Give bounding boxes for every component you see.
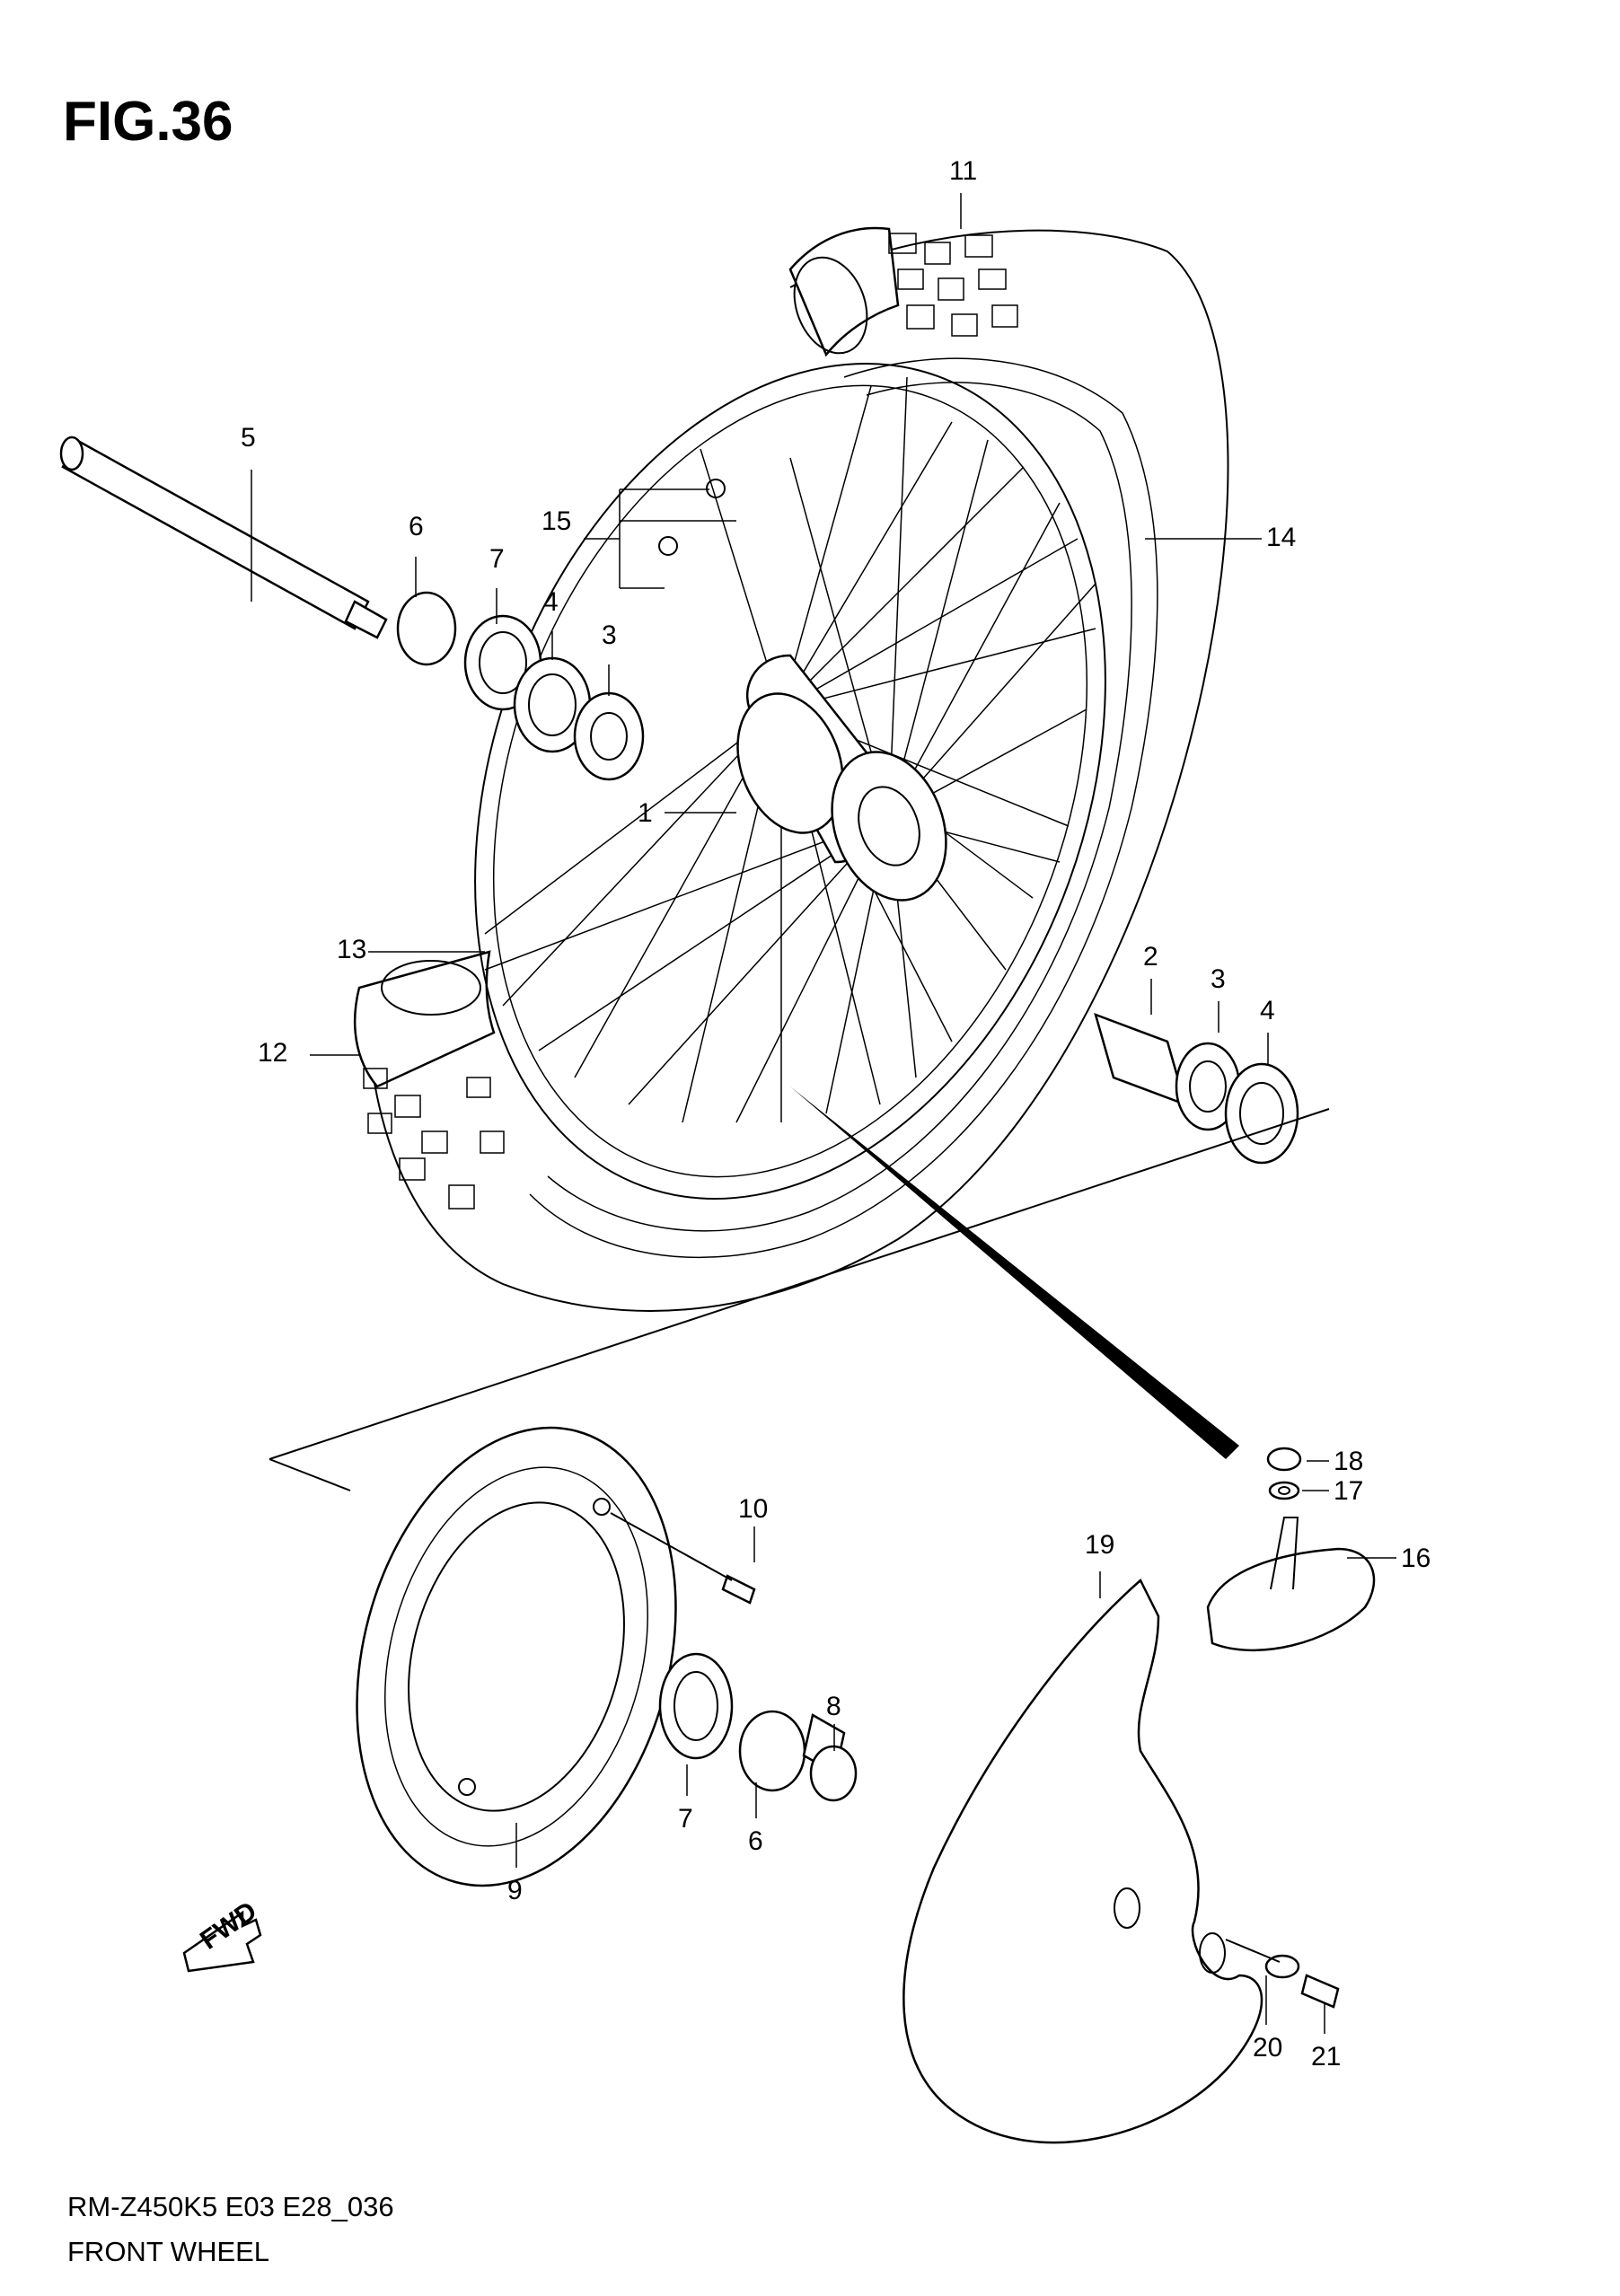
callout-20: 20 <box>1253 2033 1282 2063</box>
figure-title: FIG.36 <box>63 91 233 153</box>
brake-disc-drawing <box>356 1426 677 1887</box>
leader-lines <box>251 193 1396 2034</box>
spoke-nipple-detail <box>658 479 726 556</box>
model-code: RM-Z450K5 E03 E28_036 <box>67 2191 394 2222</box>
disc-bolt-drawing <box>610 1512 756 1605</box>
callout-labels: 11 14 5 6 7 4 3 15 1 13 12 2 3 4 18 17 1… <box>241 156 1431 2072</box>
callout-6-upper: 6 <box>409 512 424 541</box>
disc-guard-drawing <box>902 1578 1263 2144</box>
callout-12: 12 <box>258 1038 287 1068</box>
callout-13: 13 <box>337 935 366 964</box>
tube-drawing <box>1206 1447 1376 1652</box>
callout-15: 15 <box>541 506 571 536</box>
callout-5: 5 <box>241 423 256 453</box>
callout-1: 1 <box>638 798 653 828</box>
callout-8: 8 <box>826 1692 841 1721</box>
guard-fasteners <box>1225 1939 1340 2009</box>
hub-drawing <box>736 654 947 902</box>
callout-2: 2 <box>1143 942 1158 972</box>
valve-pointer <box>269 1086 1330 1491</box>
callout-18: 18 <box>1334 1447 1363 1476</box>
callout-11: 11 <box>949 156 977 186</box>
callout-7-lower: 7 <box>678 1804 693 1834</box>
callout-10: 10 <box>738 1494 768 1524</box>
callout-4-lower: 4 <box>1260 996 1275 1025</box>
fwd-arrow-icon: FWD <box>182 1896 262 1973</box>
callout-14: 14 <box>1266 523 1296 552</box>
section-name: FRONT WHEEL <box>67 2236 270 2267</box>
callout-9: 9 <box>507 1876 523 1905</box>
callout-16: 16 <box>1401 1544 1431 1573</box>
callout-7-upper: 7 <box>489 544 505 574</box>
callout-17: 17 <box>1334 1476 1363 1506</box>
callout-21: 21 <box>1311 2042 1341 2072</box>
callout-3-lower: 3 <box>1211 964 1226 994</box>
right-bearing-stack <box>1094 1012 1299 1165</box>
tire-drawing <box>354 226 1229 1312</box>
disc-side-spacers <box>658 1652 858 1802</box>
left-bearing-stack <box>396 591 645 781</box>
callout-19: 19 <box>1085 1530 1114 1560</box>
callout-4-upper: 4 <box>543 587 559 617</box>
callout-6-lower: 6 <box>748 1826 763 1856</box>
callout-3-upper: 3 <box>602 620 617 650</box>
front-axle-drawing <box>59 435 388 639</box>
